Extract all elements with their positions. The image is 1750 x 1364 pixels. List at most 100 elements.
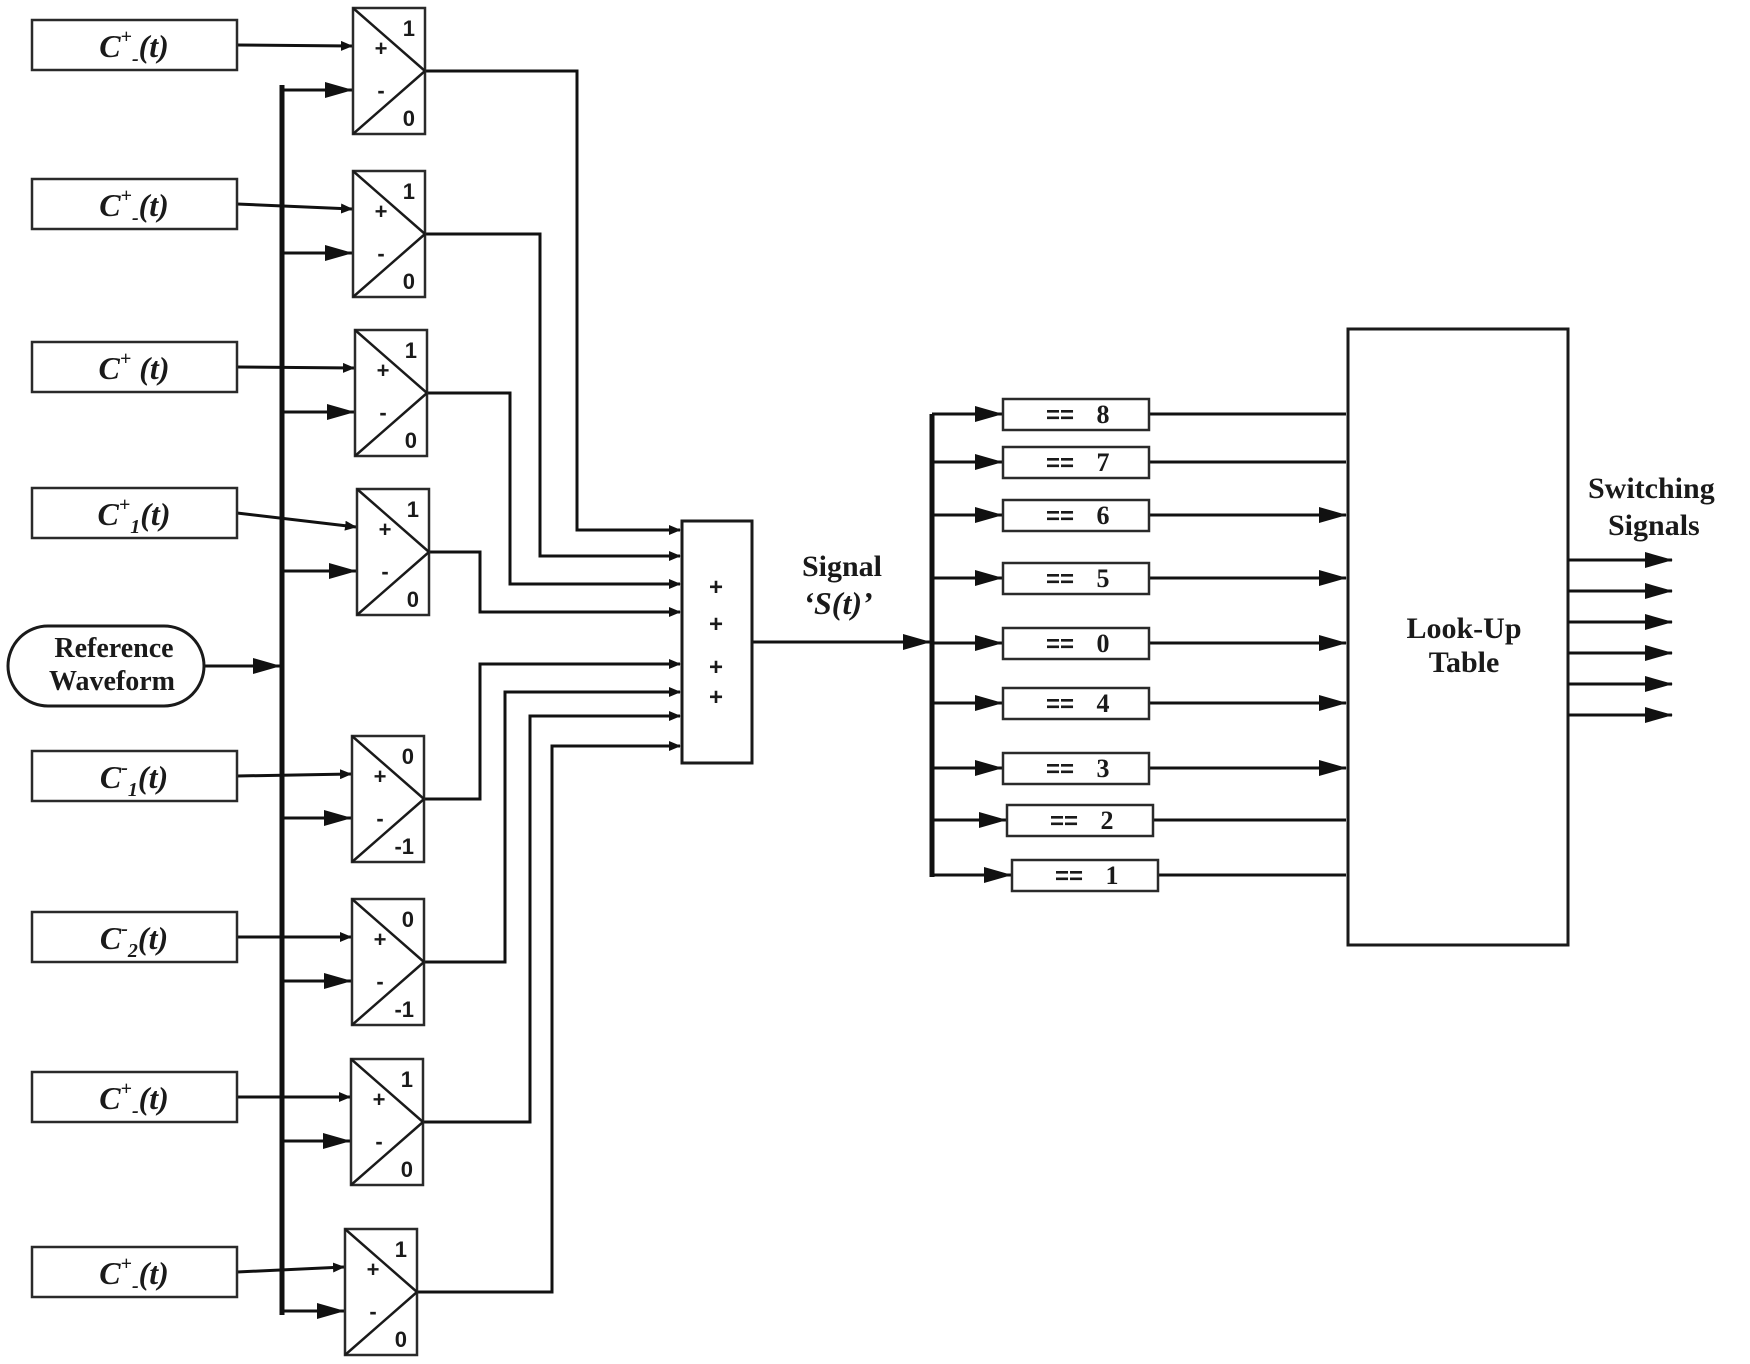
comparator-plus-sign: + bbox=[375, 199, 388, 224]
summer-sign: + bbox=[709, 611, 723, 638]
comparator-block: 10+- bbox=[351, 6, 427, 136]
comparator-to-summer-wire bbox=[425, 232, 681, 561]
switching-signals-label: Switching Signals bbox=[1588, 472, 1715, 542]
comparator-to-summer-wire bbox=[417, 741, 681, 1294]
comparator-to-summer-wire bbox=[423, 711, 681, 1124]
carrier-to-comparator-wire bbox=[236, 202, 353, 214]
comparator-box bbox=[350, 897, 426, 1027]
comparator-diagonal bbox=[356, 551, 430, 616]
comparator-block: 10+- bbox=[351, 169, 427, 299]
equality-operator: == bbox=[1046, 756, 1074, 783]
equality-box bbox=[1005, 803, 1155, 838]
comparator-minus-sign: - bbox=[377, 241, 384, 266]
carrier-to-comparator-wire bbox=[236, 40, 353, 51]
carrier-input-block: C+-(t) bbox=[30, 18, 239, 72]
carrier-label: C+ (t) bbox=[99, 348, 170, 386]
equality-value: 3 bbox=[1097, 754, 1110, 783]
comparator-plus-sign: + bbox=[374, 764, 387, 789]
comparator-block: 10+- bbox=[353, 328, 429, 458]
comparator-low-level: -1 bbox=[394, 834, 414, 859]
comparator-plus-sign: + bbox=[367, 1257, 380, 1282]
carrier-box bbox=[30, 910, 239, 964]
carrier-box bbox=[30, 1245, 239, 1299]
lut-label-line1: Look-Up bbox=[1406, 612, 1521, 645]
equality-block: ==5 bbox=[1001, 561, 1151, 596]
equality-value: 7 bbox=[1097, 448, 1110, 477]
carrier-box bbox=[30, 486, 239, 540]
equality-operator: == bbox=[1046, 402, 1074, 429]
carrier-to-comparator-wire bbox=[236, 1262, 345, 1274]
equality-value: 2 bbox=[1101, 806, 1114, 835]
equality-box bbox=[1001, 397, 1151, 432]
equality-value: 6 bbox=[1097, 501, 1110, 530]
carrier-box bbox=[30, 340, 239, 394]
equality-value: 5 bbox=[1097, 564, 1110, 593]
summing-block: + + + + bbox=[680, 519, 754, 765]
equality-block: ==6 bbox=[1001, 498, 1151, 533]
equality-operator: == bbox=[1046, 691, 1074, 718]
comparator-low-level: -1 bbox=[394, 997, 414, 1022]
equality-block: ==2 bbox=[1005, 803, 1155, 838]
equality-operator: == bbox=[1046, 450, 1074, 477]
comparator-low-level: 0 bbox=[403, 269, 415, 294]
comparator-to-summer-wire bbox=[427, 391, 681, 589]
comparator-high-level: 1 bbox=[401, 1067, 413, 1092]
comparator-diagonal bbox=[356, 488, 430, 553]
carrier-label: C+1(t) bbox=[98, 494, 171, 538]
equality-value: 1 bbox=[1106, 861, 1119, 890]
equality-block: ==1 bbox=[1010, 858, 1160, 893]
comparator-diagonal bbox=[351, 798, 425, 863]
equality-block: == 0 bbox=[1001, 626, 1151, 661]
comparator-diagonal bbox=[350, 1058, 424, 1123]
comparator-minus-sign: - bbox=[369, 1299, 376, 1324]
carrier-label: C+-(t) bbox=[99, 185, 169, 229]
equality-operator: == bbox=[1046, 631, 1074, 658]
comparator-to-summer-wire bbox=[424, 687, 681, 964]
switching-label-line2: Signals bbox=[1608, 509, 1700, 542]
comparator-diagonal bbox=[352, 7, 426, 72]
comparator-diagonal bbox=[352, 170, 426, 235]
carrier-to-comparator-wire bbox=[236, 511, 357, 531]
comparator-diagonal bbox=[344, 1291, 418, 1356]
carrier-label: C+-(t) bbox=[99, 26, 169, 70]
carrier-input-block: C+1(t) bbox=[30, 486, 239, 540]
switching-label-line1: Switching bbox=[1588, 472, 1715, 505]
comparator-high-level: 0 bbox=[402, 744, 414, 769]
comparator-diagonal bbox=[351, 898, 425, 963]
comparator-minus-sign: - bbox=[379, 400, 386, 425]
equality-box bbox=[1001, 751, 1151, 786]
comparator-box bbox=[349, 1057, 425, 1187]
comparator-diagonal bbox=[344, 1228, 418, 1293]
carrier-to-comparator-wire bbox=[236, 362, 355, 373]
equality-value: 0 bbox=[1097, 629, 1110, 658]
comparator-to-summer-wire bbox=[429, 550, 681, 617]
comparator-diagonal bbox=[351, 961, 425, 1026]
comparator-block: 10+- bbox=[349, 1057, 425, 1187]
equality-box bbox=[1010, 858, 1160, 893]
equality-value: 4 bbox=[1097, 689, 1110, 718]
lut-label-line2: Table bbox=[1429, 646, 1500, 679]
reference-waveform-block: Reference Waveform bbox=[6, 624, 206, 708]
equality-block: ==8 bbox=[1001, 397, 1151, 432]
comparator-plus-sign: + bbox=[377, 358, 390, 383]
comparator-high-level: 1 bbox=[407, 497, 419, 522]
carrier-label: C+-(t) bbox=[99, 1253, 169, 1297]
comparator-blocks: 10+-10+-10+-10+-0-1+-0-1+-10+-10+- bbox=[343, 6, 431, 1357]
comparator-minus-sign: - bbox=[381, 559, 388, 584]
comparator-box bbox=[350, 734, 426, 864]
equality-box bbox=[1001, 445, 1151, 480]
comparator-high-level: 0 bbox=[402, 907, 414, 932]
comparator-low-level: 0 bbox=[395, 1327, 407, 1352]
comparator-high-level: 1 bbox=[405, 338, 417, 363]
carrier-input-block: C+-(t) bbox=[30, 1070, 239, 1124]
carrier-box bbox=[30, 749, 239, 803]
equality-box bbox=[1001, 626, 1151, 661]
carrier-to-comparator-wire bbox=[236, 769, 352, 780]
connection-wires bbox=[204, 40, 1347, 1319]
comparator-low-level: 0 bbox=[407, 587, 419, 612]
signal-label-line2: ‘S(t)’ bbox=[803, 585, 872, 621]
carrier-input-block: C+-(t) bbox=[30, 1245, 239, 1299]
carrier-box bbox=[30, 177, 239, 231]
comparator-low-level: 0 bbox=[401, 1157, 413, 1182]
